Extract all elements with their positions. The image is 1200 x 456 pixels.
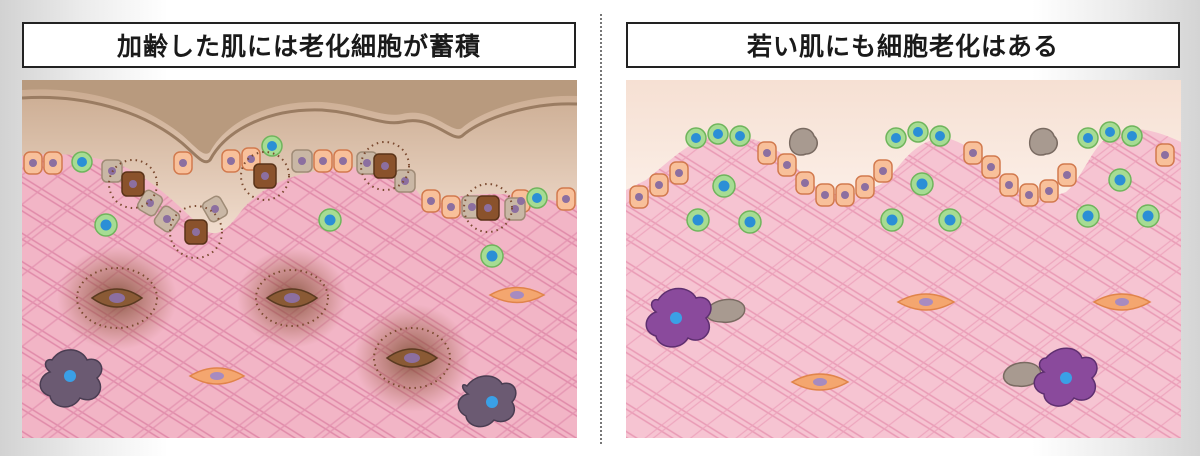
left-panel-title: 加齢した肌には老化細胞が蓄積 <box>22 22 576 68</box>
dotted-divider <box>600 14 602 444</box>
stem-cells-left <box>71 135 548 268</box>
sasp-halo <box>76 141 513 389</box>
cell-nuclei <box>29 155 570 236</box>
right-panel-title-text: 若い肌にも細胞老化はある <box>746 32 1059 61</box>
fibroblasts-left <box>188 286 546 385</box>
senescent-fibroblasts <box>90 288 439 368</box>
right-panel-title: 若い肌にも細胞老化はある <box>626 22 1180 68</box>
aged-skin-illustration <box>22 80 577 438</box>
senescent-cells-right <box>705 127 1058 388</box>
stem-cells-right <box>685 121 1160 234</box>
macrophages-right <box>645 287 1098 407</box>
young-skin-illustration <box>626 80 1181 438</box>
fibroblasts-right <box>790 293 1152 391</box>
macrophages-left <box>39 349 517 428</box>
left-panel-title-text: 加齢した肌には老化細胞が蓄積 <box>116 32 481 61</box>
